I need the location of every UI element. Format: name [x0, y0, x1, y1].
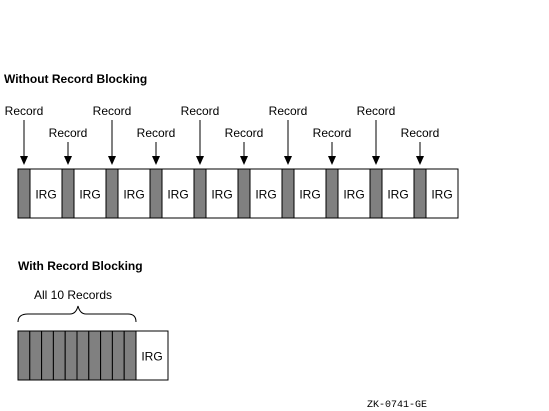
- irg-gap: [293, 168, 327, 219]
- record-arrow-head: [64, 156, 72, 165]
- blocked-record: [111, 330, 125, 381]
- record-arrow-head: [20, 156, 28, 165]
- record-arrow-head: [372, 156, 380, 165]
- record-block: [325, 168, 339, 219]
- irg-gap: [117, 168, 151, 219]
- record-arrow-head: [196, 156, 204, 165]
- blocked-record: [41, 330, 54, 381]
- blocked-record: [64, 330, 78, 381]
- record-arrow-head: [416, 156, 424, 165]
- irg-label: IRG: [123, 188, 144, 202]
- record-label: Record: [401, 126, 440, 140]
- record-label: Record: [5, 104, 44, 118]
- blocked-record: [100, 330, 113, 381]
- irg-gap: [73, 168, 107, 219]
- record-block: [193, 168, 207, 219]
- record-block: [281, 168, 295, 219]
- record-block: [61, 168, 75, 219]
- record-block: [237, 168, 251, 219]
- irg-gap: [161, 168, 195, 219]
- record-block: [105, 168, 119, 219]
- record-label: Record: [225, 126, 264, 140]
- record-label: Record: [181, 104, 220, 118]
- blocked-record: [52, 330, 66, 381]
- blocked-record: [76, 330, 90, 381]
- irg-label: IRG: [35, 188, 56, 202]
- blocked-record: [88, 330, 102, 381]
- records-brace: [17, 305, 137, 323]
- blocked-record: [123, 330, 137, 381]
- blocked-irg-label: IRG: [141, 350, 162, 364]
- record-arrow-head: [240, 156, 248, 165]
- figure-code: ZK-0741-GE: [367, 400, 427, 411]
- irg-gap: [249, 168, 283, 219]
- record-arrow-head: [284, 156, 292, 165]
- irg-gap: [381, 168, 415, 219]
- irg-label: IRG: [167, 188, 188, 202]
- irg-label: IRG: [431, 188, 452, 202]
- record-label: Record: [313, 126, 352, 140]
- record-block: [149, 168, 163, 219]
- irg-label: IRG: [387, 188, 408, 202]
- record-label: Record: [269, 104, 308, 118]
- record-block: [413, 168, 427, 219]
- record-arrow-head: [328, 156, 336, 165]
- record-label: Record: [357, 104, 396, 118]
- blocked-record: [17, 330, 31, 381]
- record-arrow-head: [108, 156, 116, 165]
- blocked-irg-gap: [135, 330, 169, 381]
- record-label: Record: [93, 104, 132, 118]
- brace-label: All 10 Records: [34, 288, 112, 302]
- record-label: Record: [137, 126, 176, 140]
- with-blocking-title: With Record Blocking: [18, 259, 143, 273]
- record-arrow-head: [152, 156, 160, 165]
- irg-label: IRG: [211, 188, 232, 202]
- irg-label: IRG: [79, 188, 100, 202]
- without-blocking-title: Without Record Blocking: [4, 72, 147, 86]
- irg-label: IRG: [255, 188, 276, 202]
- irg-label: IRG: [299, 188, 320, 202]
- record-block: [17, 168, 31, 219]
- record-label: Record: [49, 126, 88, 140]
- irg-gap: [425, 168, 459, 219]
- irg-label: IRG: [343, 188, 364, 202]
- irg-gap: [205, 168, 239, 219]
- record-block: [369, 168, 383, 219]
- blocked-record: [29, 330, 43, 381]
- irg-gap: [337, 168, 371, 219]
